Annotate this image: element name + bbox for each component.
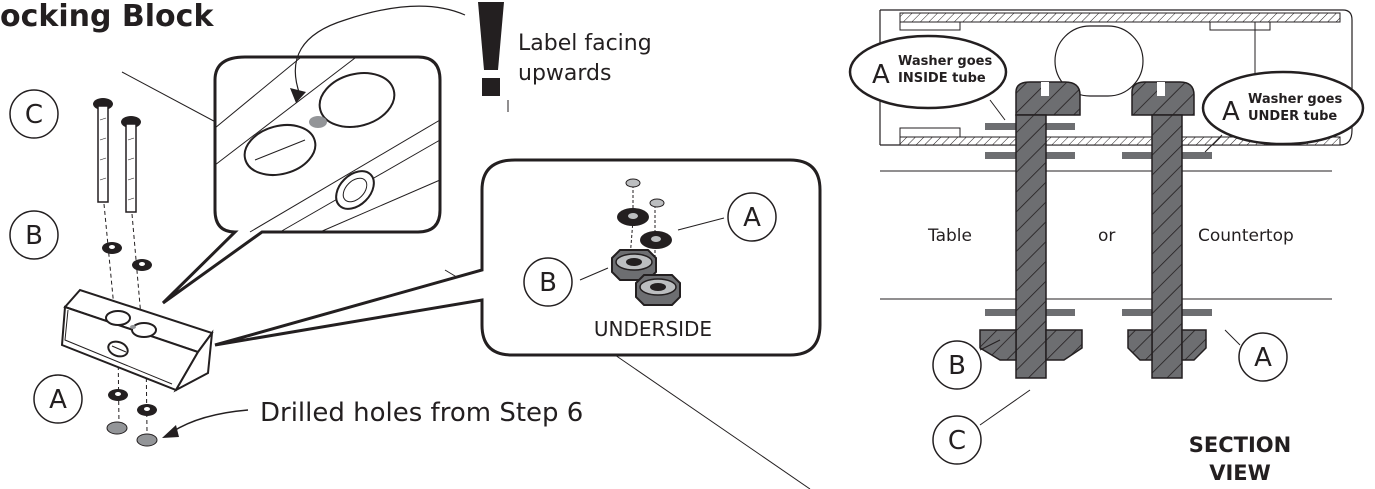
part-label-c-text: C (25, 100, 43, 130)
or-label: or (1098, 226, 1115, 246)
page-title: ocking Block (0, 0, 214, 34)
arrow-head-icon (290, 88, 306, 103)
countertop-label: Countertop (1198, 226, 1294, 246)
part-label-a-text: A (49, 385, 67, 415)
hex-nut-icon (635, 274, 681, 306)
callout-letter-a: A (1222, 97, 1240, 127)
drilled-hole-icon (136, 433, 158, 447)
washer-icon (625, 178, 641, 188)
bolt-section-icon (1127, 81, 1207, 379)
part-label-c: C (9, 89, 59, 139)
part-label-b-text: B (948, 351, 966, 381)
pointer-arrow (171, 409, 249, 433)
part-label-b: B (9, 210, 59, 260)
locking-block-icon (60, 288, 214, 393)
washer-icon (649, 198, 665, 208)
screw-icon (121, 116, 141, 213)
guide-line (614, 354, 811, 489)
exclamation-icon (478, 2, 504, 96)
label-facing-line2: upwards (518, 61, 611, 86)
screw-icon (93, 98, 113, 203)
washer-under-callout: A Washer goes UNDER tube (1201, 70, 1365, 146)
arrow-head-icon (162, 425, 179, 438)
part-label-c-text: C (948, 426, 966, 456)
pointer-arrow (294, 5, 466, 96)
bolt-section-icon (979, 81, 1083, 379)
washer-under-line2: UNDER tube (1248, 109, 1337, 124)
washer-icon (108, 389, 128, 401)
section-view-title-line2: VIEW (1209, 461, 1271, 485)
section-view: A Washer goes INSIDE tube A Washer goes … (848, 9, 1365, 485)
underside-label: UNDERSIDE (594, 317, 712, 341)
washer-icon (137, 404, 157, 416)
part-label-b-text: B (25, 221, 43, 251)
alignment-dashed-line (103, 203, 116, 319)
part-label-a-text: A (743, 203, 761, 233)
guide-line (121, 71, 226, 128)
part-label-a: A (33, 374, 83, 424)
underside-callout: A B UNDERSIDE (214, 158, 822, 357)
label-dot (309, 116, 327, 128)
alignment-dashed-line (131, 213, 143, 329)
washer-icon (102, 242, 122, 254)
washer-inside-line2: INSIDE tube (898, 71, 986, 86)
left-assembly: C B A (9, 71, 811, 489)
drilled-hole-icon (106, 421, 128, 435)
washer-under-line1: Washer goes (1248, 92, 1342, 107)
section-view-title-line1: SECTION (1189, 433, 1291, 457)
hex-nut-icon (611, 249, 657, 281)
washer-inside-line1: Washer goes (898, 54, 992, 69)
table-label: Table (927, 226, 972, 246)
washer-inside-callout: A Washer goes INSIDE tube (848, 34, 1008, 110)
drilled-holes-label: Drilled holes from Step 6 (260, 398, 583, 428)
alignment-dashed-line (117, 344, 120, 426)
part-label-b-text: B (539, 268, 557, 298)
washer-icon (132, 259, 152, 271)
top-zoom-callout (161, 5, 466, 305)
washer-icon (640, 231, 672, 249)
callout-letter-a: A (872, 60, 890, 90)
label-facing-line1: Label facing (518, 31, 652, 56)
washer-icon (617, 208, 649, 226)
part-label-a-text: A (1254, 343, 1272, 373)
